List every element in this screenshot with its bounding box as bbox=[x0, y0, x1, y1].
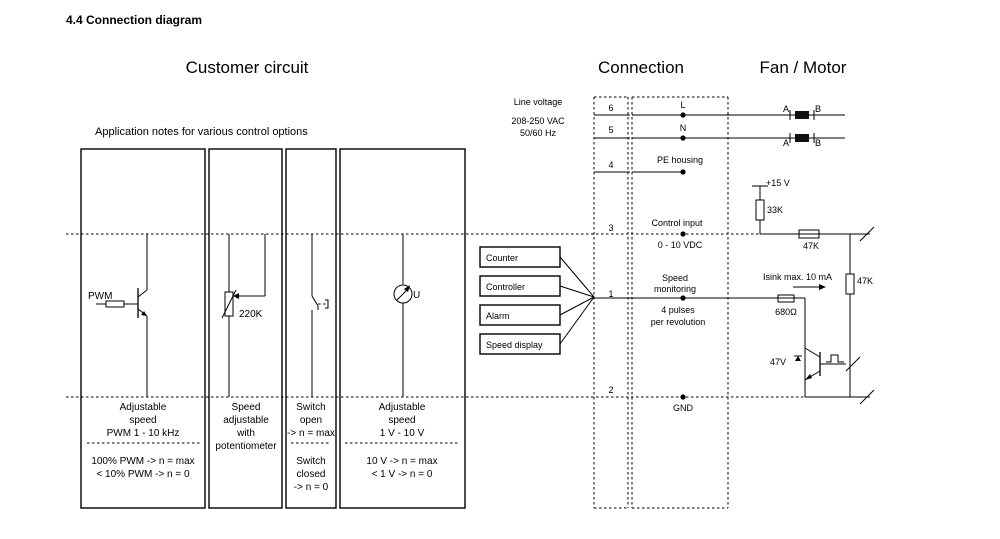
signal-speed-2: monitoring bbox=[654, 284, 696, 294]
switch-desc-3: -> n = max bbox=[287, 428, 335, 439]
voltage-source-circuit bbox=[393, 234, 413, 397]
pot-desc-2: adjustable bbox=[223, 415, 269, 426]
pwm-desc-1: Adjustable bbox=[120, 402, 167, 413]
signal-l: L bbox=[680, 100, 685, 110]
signal-gnd: GND bbox=[673, 403, 694, 413]
zener-diode bbox=[794, 355, 802, 361]
heading-fan-motor: Fan / Motor bbox=[760, 58, 847, 77]
motor-coil-l bbox=[795, 111, 809, 119]
pot-desc-1: Speed bbox=[232, 402, 261, 413]
device-alarm: Alarm bbox=[486, 311, 510, 321]
supply-lines bbox=[632, 112, 845, 400]
switch-circuit bbox=[311, 234, 329, 397]
terminal-strip bbox=[593, 96, 729, 509]
r47k-h-label: 47K bbox=[803, 241, 819, 251]
signal-n: N bbox=[680, 123, 687, 133]
pwm-label: PWM bbox=[88, 291, 112, 302]
terminal-6: 6 bbox=[608, 103, 613, 113]
signal-control-input: Control input bbox=[651, 218, 703, 228]
coil-a-bottom: A bbox=[783, 138, 789, 148]
isink-label: Isink max. 10 mA bbox=[763, 272, 832, 282]
switch-note-1: Switch bbox=[296, 456, 325, 467]
terminal-4: 4 bbox=[608, 160, 613, 170]
signal-pe: PE housing bbox=[657, 155, 703, 165]
resistor-680 bbox=[777, 294, 795, 303]
device-controller: Controller bbox=[486, 282, 525, 292]
heading-connection: Connection bbox=[598, 58, 684, 77]
pot-desc-3: with bbox=[236, 428, 255, 439]
switch-desc-1: Switch bbox=[296, 402, 325, 413]
coil-b-bottom: B bbox=[815, 138, 821, 148]
terminal-5: 5 bbox=[608, 125, 613, 135]
pwm-desc-2: speed bbox=[129, 415, 156, 426]
line-voltage-freq: 50/60 Hz bbox=[520, 128, 557, 138]
volt-note-1: 10 V -> n = max bbox=[366, 456, 437, 467]
device-counter: Counter bbox=[486, 253, 518, 263]
motor-coil-n bbox=[795, 134, 809, 142]
pullup-33k bbox=[752, 185, 768, 234]
volt-note-2: < 1 V -> n = 0 bbox=[372, 469, 433, 480]
resistor-47k-h bbox=[798, 229, 820, 239]
pot-desc-4: potentiometer bbox=[215, 441, 277, 452]
device-speed-display: Speed display bbox=[486, 340, 543, 350]
option-box-switch bbox=[285, 148, 337, 509]
resistor-47k-v bbox=[845, 234, 855, 397]
motor-coils bbox=[789, 110, 815, 143]
zener-label: 47V bbox=[770, 357, 786, 367]
option-box-potentiometer bbox=[208, 148, 283, 509]
pwm-desc-3: PWM 1 - 10 kHz bbox=[107, 428, 180, 439]
terminal-3: 3 bbox=[608, 223, 613, 233]
plus-15v-label: +15 V bbox=[766, 178, 790, 188]
potentiometer-label: 220K bbox=[239, 309, 263, 320]
r680-label: 680Ω bbox=[775, 307, 797, 317]
switch-desc-2: open bbox=[300, 415, 322, 426]
switch-note-3: -> n = 0 bbox=[294, 482, 329, 493]
r33k-label: 33K bbox=[767, 205, 783, 215]
switch-note-2: closed bbox=[297, 469, 326, 480]
potentiometer-circuit bbox=[221, 234, 266, 397]
pwm-note-1: 100% PWM -> n = max bbox=[91, 456, 194, 467]
line-voltage-title: Line voltage bbox=[514, 97, 563, 107]
volt-desc-3: 1 V - 10 V bbox=[380, 428, 425, 439]
line-voltage-value: 208-250 VAC bbox=[511, 116, 565, 126]
coil-a-top: A bbox=[783, 104, 789, 114]
application-notes-label: Application notes for various control op… bbox=[95, 126, 308, 138]
signal-control-range: 0 - 10 VDC bbox=[658, 240, 703, 250]
option-box-pwm bbox=[80, 148, 206, 509]
coil-b-top: B bbox=[815, 104, 821, 114]
device-boxes bbox=[479, 246, 595, 355]
pwm-transistor-circuit bbox=[96, 234, 148, 397]
terminal-2: 2 bbox=[608, 385, 613, 395]
volt-desc-1: Adjustable bbox=[379, 402, 426, 413]
heading-customer-circuit: Customer circuit bbox=[186, 58, 309, 77]
option-boxes bbox=[80, 148, 466, 509]
pwm-note-2: < 10% PWM -> n = 0 bbox=[96, 469, 190, 480]
section-title: 4.4 Connection diagram bbox=[66, 13, 202, 27]
terminal-1: 1 bbox=[608, 289, 613, 299]
output-transistor-stage bbox=[804, 298, 861, 397]
signal-speed-1: Speed bbox=[662, 273, 688, 283]
signal-pulses-2: per revolution bbox=[651, 317, 706, 327]
volt-desc-2: speed bbox=[388, 415, 415, 426]
voltage-source-label: U bbox=[413, 290, 420, 301]
signal-pulses-1: 4 pulses bbox=[661, 305, 695, 315]
r47k-v-label: 47K bbox=[857, 276, 873, 286]
